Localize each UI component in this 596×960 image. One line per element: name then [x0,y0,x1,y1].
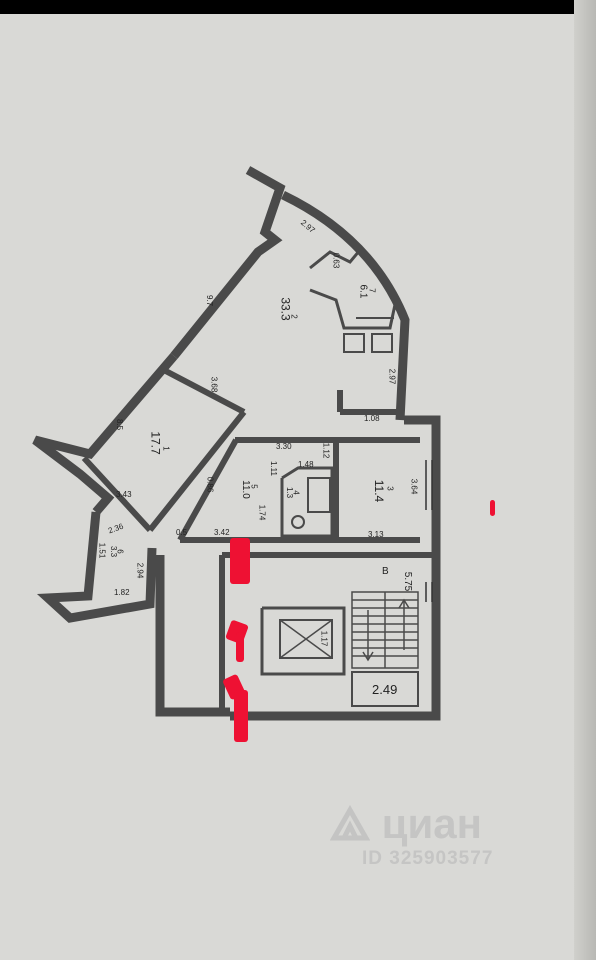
dim-182: 1.82 [114,588,130,597]
wall-diagonal-upper [170,166,286,359]
cian-logo-icon [329,804,371,844]
dim-85: 8.5 [115,418,125,431]
room-5-number: 5 [249,484,259,489]
dim-330: 3.30 [276,442,292,451]
wall-corridor-left [155,555,230,717]
dim-112: 1.12 [321,442,331,459]
dim-174: 1.74 [257,504,267,521]
listing-id-watermark: ID 325903577 [362,848,494,869]
dim-111: 1.11 [268,461,278,476]
dim-148: 1.48 [298,460,314,469]
elevator [260,606,346,676]
wall-left-block [36,511,157,623]
landing [351,671,419,707]
room-4-number: 4 [291,490,301,495]
dim-297-right: 2.97 [387,368,397,385]
dim-313: 3.13 [368,530,384,539]
dim-342: 3.42 [214,528,230,537]
room-6-number: 6 [115,549,125,554]
cian-brand-text: циан [381,800,483,847]
dim-86: 0.86 [205,476,215,493]
stair-label: B [382,566,389,577]
redaction-mark-1 [230,538,250,584]
wall-bay-arc [281,190,410,421]
cian-watermark: циан [329,800,530,847]
dim-294: 2.94 [135,562,145,579]
top-black-border [0,0,596,14]
wall-bottom [230,585,441,721]
room-1-label: 17.7 [148,431,163,455]
dim-05: 0.5 [176,528,188,537]
windows [425,460,433,602]
kitchen-fixture-2 [371,333,393,353]
dim-575: 5.75 [402,571,414,592]
redaction-mark-3 [236,632,244,662]
wall-room1-right [147,410,247,532]
dim-249: 2.49 [372,682,398,697]
dim-343: 3.43 [116,490,132,499]
wall-room1-bottom [81,455,153,533]
dim-151: 1.51 [97,542,107,559]
dim-368: 3.68 [209,376,219,393]
redaction-mark-5 [234,690,248,742]
dim-063: 0.63 [331,252,341,269]
room7-walls [309,247,398,330]
page-edge-shadow [574,0,596,960]
redaction-mark-6 [490,500,495,516]
room-3-label: 11.4 [372,479,387,503]
room-2-number: 2 [289,314,299,319]
dim-108: 1.08 [364,414,380,423]
wall-right [404,415,441,585]
room-7-number: 7 [367,288,377,293]
room-3-number: 3 [385,486,395,491]
kitchen-fixture-1 [343,333,365,353]
inner-walls [81,365,436,712]
dim-364: 3.64 [409,478,419,495]
wall-diagonal-lower [32,353,178,515]
room-1-number: 1 [161,446,171,451]
dim-97: 9.7 [205,294,215,307]
elevator-label: 1.17 [319,630,329,647]
wall-room1-room2 [158,365,246,415]
bathroom-walls [280,466,334,538]
room-5-label: 11.0 [239,480,251,499]
stairs [351,591,419,669]
wall-room5-left [177,438,239,542]
